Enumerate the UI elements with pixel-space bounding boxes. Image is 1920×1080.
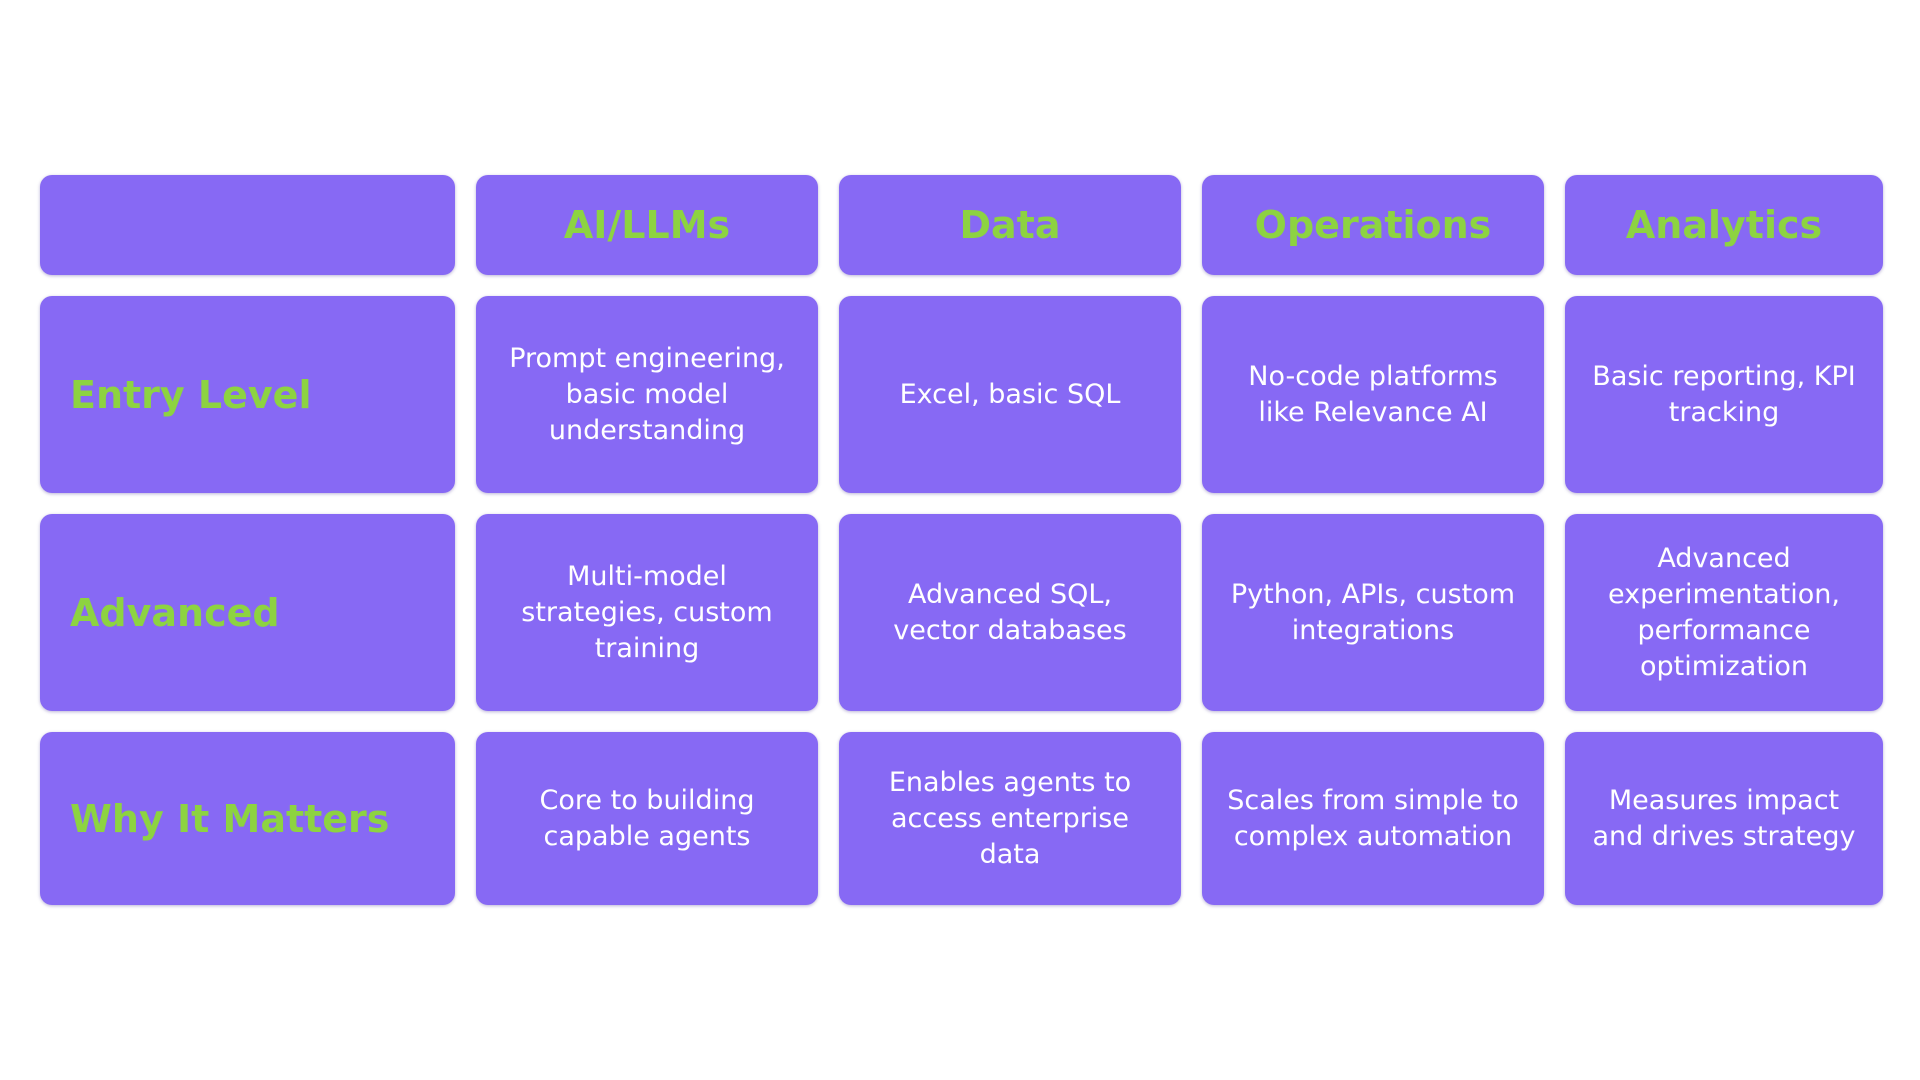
cell-why-data: Enables agents to access enterprise data	[839, 732, 1181, 905]
row-header-why-it-matters: Why It Matters	[40, 732, 455, 905]
skills-matrix: AI/LLMs Data Operations Analytics Entry …	[40, 175, 1883, 905]
cell-entry-analytics: Basic reporting, KPI tracking	[1565, 296, 1883, 493]
cell-entry-operations: No-code platforms like Relevance AI	[1202, 296, 1544, 493]
row-header-entry-level: Entry Level	[40, 296, 455, 493]
cell-why-operations: Scales from simple to complex automation	[1202, 732, 1544, 905]
row-header-advanced: Advanced	[40, 514, 455, 711]
cell-advanced-data: Advanced SQL, vector databases	[839, 514, 1181, 711]
cell-advanced-analytics: Advanced experimentation, performance op…	[1565, 514, 1883, 711]
cell-entry-ai-llms: Prompt engineering, basic model understa…	[476, 296, 818, 493]
column-header-analytics: Analytics	[1565, 175, 1883, 275]
column-header-ai-llms: AI/LLMs	[476, 175, 818, 275]
cell-why-ai-llms: Core to building capable agents	[476, 732, 818, 905]
cell-entry-data: Excel, basic SQL	[839, 296, 1181, 493]
cell-advanced-ai-llms: Multi-model strategies, custom training	[476, 514, 818, 711]
cell-advanced-operations: Python, APIs, custom integrations	[1202, 514, 1544, 711]
column-header-operations: Operations	[1202, 175, 1544, 275]
corner-cell	[40, 175, 455, 275]
cell-why-analytics: Measures impact and drives strategy	[1565, 732, 1883, 905]
column-header-data: Data	[839, 175, 1181, 275]
